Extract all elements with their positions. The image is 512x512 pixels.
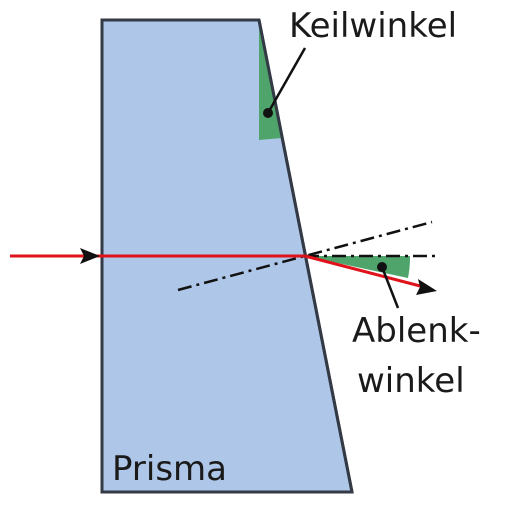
prism-label: Prisma: [112, 449, 227, 489]
arrowhead-icon: [80, 248, 100, 264]
wedge-angle-label: Keilwinkel: [289, 6, 457, 46]
arrowhead-icon: [416, 279, 437, 295]
outgoing-ray: [304, 254, 425, 289]
dot-icon: [377, 262, 387, 272]
dot-icon: [263, 108, 273, 118]
deflection-angle-label-line2: winkel: [357, 361, 465, 401]
wedge-angle-pointer: [266, 47, 307, 114]
deflection-angle-label-line1: Ablenk-: [352, 311, 481, 351]
deflection-angle-pointer: [380, 266, 400, 309]
normal-line: [177, 220, 433, 292]
